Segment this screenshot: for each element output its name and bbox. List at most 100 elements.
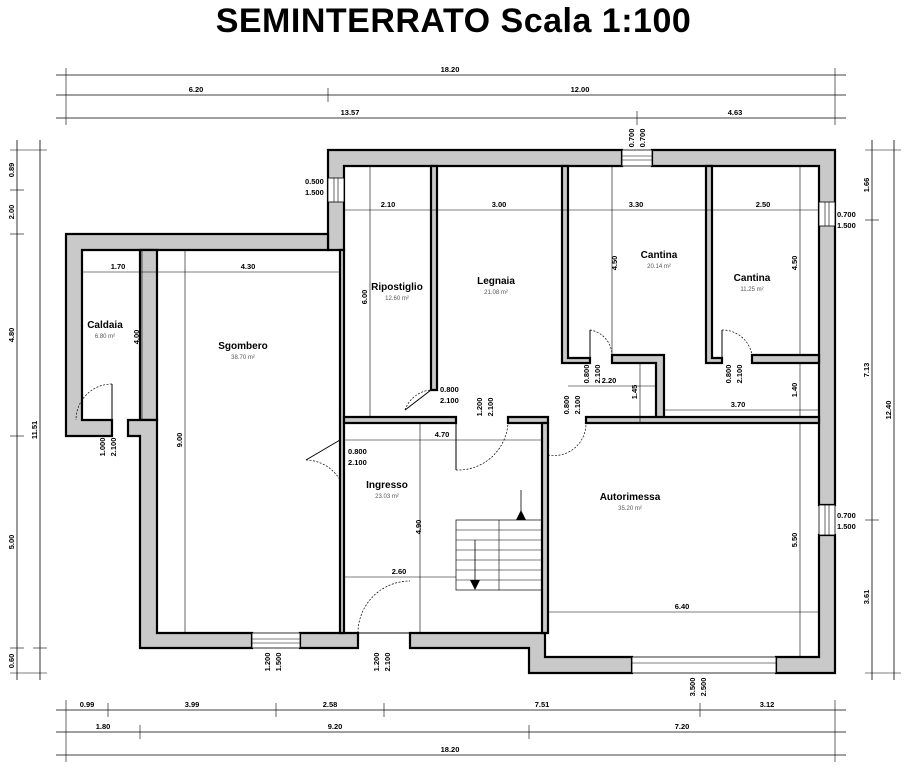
dim-auto-h: 5.50 (790, 533, 799, 548)
opening-dimension-label: 0.700 (837, 210, 856, 219)
dim-top3-left: 13.57 (341, 108, 360, 117)
dim-stair-w: 2.60 (392, 567, 407, 576)
dim-bottom2-3: 7.20 (675, 722, 690, 731)
wall-ripost-bottom (342, 415, 458, 425)
opening-dimension-label: 2.100 (348, 458, 367, 467)
dim-auto-w: 6.40 (675, 602, 690, 611)
opening-dimension-label: 0.800 (348, 447, 367, 456)
dim-top-right: 12.00 (571, 85, 590, 94)
dim-left-5: 0.60 (7, 654, 16, 669)
opening-dimension-label: 1.200 (372, 653, 381, 672)
dim-top-left: 6.20 (189, 85, 204, 94)
wall-bottom-mid2 (408, 631, 634, 675)
opening-dimension-label: 2.100 (486, 398, 495, 417)
dim-right-3: 3.61 (862, 590, 871, 605)
dim-corr-h: 1.45 (630, 385, 639, 400)
opening-dimension-label: 2.100 (109, 438, 118, 457)
dim-bottom-5: 3.12 (760, 700, 775, 709)
room-legnaia-name: Legnaia (477, 276, 515, 287)
room-autorimessa-name: Autorimessa (600, 492, 661, 503)
opening-dimension-label: 1.000 (98, 438, 107, 457)
wall-right-lower (774, 533, 837, 675)
wall-ripost-legnaia (429, 164, 439, 392)
opening-dimension-label: 2.100 (735, 365, 744, 384)
dim-left-1: 0.89 (7, 163, 16, 178)
wall-left-annex (64, 232, 330, 438)
dim-bottom-3: 2.58 (323, 700, 338, 709)
dim-bottom3-total: 18.20 (441, 745, 460, 754)
dim-cantina1-w: 3.30 (629, 200, 644, 209)
wall-bottom-mid (298, 631, 360, 650)
room-cantina2-area: 11.25 m² (740, 287, 763, 293)
room-sgombero-area: 38.70 m² (231, 355, 255, 361)
dimension-labels: 18.20 6.20 12.00 13.57 4.63 0.99 3.99 2.… (7, 65, 893, 754)
dim-left-2: 2.00 (7, 205, 16, 220)
opening-dimension-label: 1.500 (274, 653, 283, 672)
room-cantina1-area: 20.14 m² (647, 264, 671, 270)
room-legnaia-area: 21.08 m² (484, 290, 508, 296)
wall-corr-bottom (584, 415, 821, 425)
opening-dimension-label: 1.500 (305, 188, 324, 197)
dim-cantina2-h: 4.50 (790, 256, 799, 271)
dim-cantina2-w: 2.50 (756, 200, 771, 209)
opening-dimension-label: 2.100 (573, 396, 582, 415)
opening-dimension-label: 1.500 (837, 522, 856, 531)
dim-bottom-2: 3.99 (185, 700, 200, 709)
room-ripostiglio-name: Ripostiglio (371, 282, 423, 293)
dim-ripost-w: 2.10 (381, 200, 396, 209)
opening-dimension-label: 0.700 (627, 129, 636, 148)
opening-dimension-label: 1.500 (837, 221, 856, 230)
wall-cantina-cantina (704, 164, 724, 365)
opening-dimension-label: 1.200 (263, 653, 272, 672)
opening-dimension-label: 0.800 (440, 385, 459, 394)
dim-right-total: 12.40 (884, 401, 893, 420)
dim-right-2: 7.13 (862, 363, 871, 378)
dim-caldaia-h: 4.00 (132, 330, 141, 345)
opening-dimension-label: 2.100 (383, 653, 392, 672)
dim-legnaia-w: 3.00 (492, 200, 507, 209)
dim-bottom2-1: 1.80 (96, 722, 111, 731)
wall-cantina2-bottom (750, 353, 821, 365)
walls (64, 148, 837, 675)
room-ripostiglio-area: 12.60 m² (385, 296, 409, 302)
room-cantina1-name: Cantina (641, 250, 678, 261)
page-title: SEMINTERRATO Scala 1:100 (215, 2, 692, 40)
opening-dimension-label: 0.500 (305, 177, 324, 186)
dim-ingresso-h: 4.90 (414, 520, 423, 535)
opening-dimension-label: 3.500 (688, 678, 697, 697)
wall-sgombero-ingresso (338, 248, 346, 635)
dim-bottom-1: 0.99 (80, 700, 95, 709)
room-caldaia-area: 6.80 m² (95, 334, 115, 340)
dim-corr2-w: 3.70 (731, 400, 746, 409)
wall-caldaia-sgombero (138, 248, 159, 422)
dim-corr-w: 2.20 (602, 376, 617, 385)
doors (75, 329, 753, 634)
dim-top3-right: 4.63 (728, 108, 743, 117)
dim-bottom-4: 7.51 (535, 700, 550, 709)
dim-left-total: 11.51 (30, 421, 39, 439)
dim-corr2-h: 1.40 (790, 383, 799, 398)
dimension-lines (10, 68, 901, 762)
wall-top-left-upper (326, 148, 624, 252)
dim-top-total: 18.20 (441, 65, 460, 74)
room-sgombero-name: Sgombero (218, 341, 267, 352)
dim-left-4: 5.00 (7, 535, 16, 550)
room-ingresso-name: Ingresso (366, 480, 408, 491)
wall-legnaia-cantina (560, 164, 592, 365)
room-autorimessa-area: 35.20 m² (618, 506, 642, 512)
staircase (455, 490, 543, 591)
windows (251, 149, 836, 674)
room-ingresso-area: 23.03 m² (375, 494, 399, 500)
dim-cantina1-h: 4.50 (610, 256, 619, 271)
dim-sgombero-w: 4.30 (241, 262, 256, 271)
room-caldaia-name: Caldaia (87, 320, 123, 331)
dim-left-3: 4.80 (7, 328, 16, 343)
opening-dimension-label: 0.700 (837, 511, 856, 520)
dim-bottom2-2: 9.20 (328, 722, 343, 731)
dim-right-1: 1.66 (862, 178, 871, 193)
dim-sgombero-h: 9.00 (175, 433, 184, 448)
dim-caldaia-w: 1.70 (111, 262, 126, 271)
wall-ingresso-auto (540, 421, 550, 635)
opening-dimension-label: 0.800 (582, 365, 591, 384)
